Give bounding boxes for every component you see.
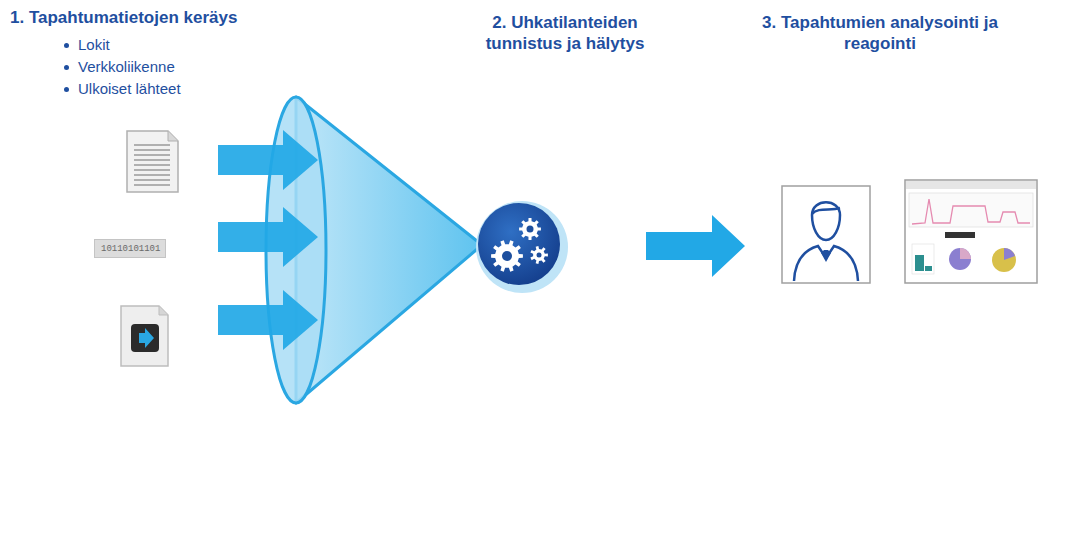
bullet-dot — [64, 87, 69, 92]
bullet-item: Lokit — [78, 36, 110, 54]
gear-engine — [476, 201, 568, 293]
input-arrows — [218, 130, 318, 350]
dashboard-screenshot — [905, 180, 1037, 283]
analyst-icon — [782, 186, 870, 283]
bullet-item: Verkkoliikenne — [78, 58, 175, 76]
bullet-item: Ulkoiset lähteet — [78, 80, 181, 98]
output-arrow — [646, 215, 745, 277]
binary-text: 10110101101 — [101, 244, 159, 255]
file-icon — [121, 306, 168, 366]
bullet-dot — [64, 65, 69, 70]
step-heading: 3. Tapahtumien analysointi ja reagointi — [745, 12, 1015, 54]
document-icon — [127, 131, 178, 192]
step-heading: 2. Uhkatilanteiden tunnistus ja hälytys — [455, 12, 675, 54]
bullet-dot — [64, 43, 69, 48]
step-heading: 1. Tapahtumatietojen keräys — [10, 7, 237, 28]
binary-data-strip: 10110101101 — [94, 239, 166, 258]
